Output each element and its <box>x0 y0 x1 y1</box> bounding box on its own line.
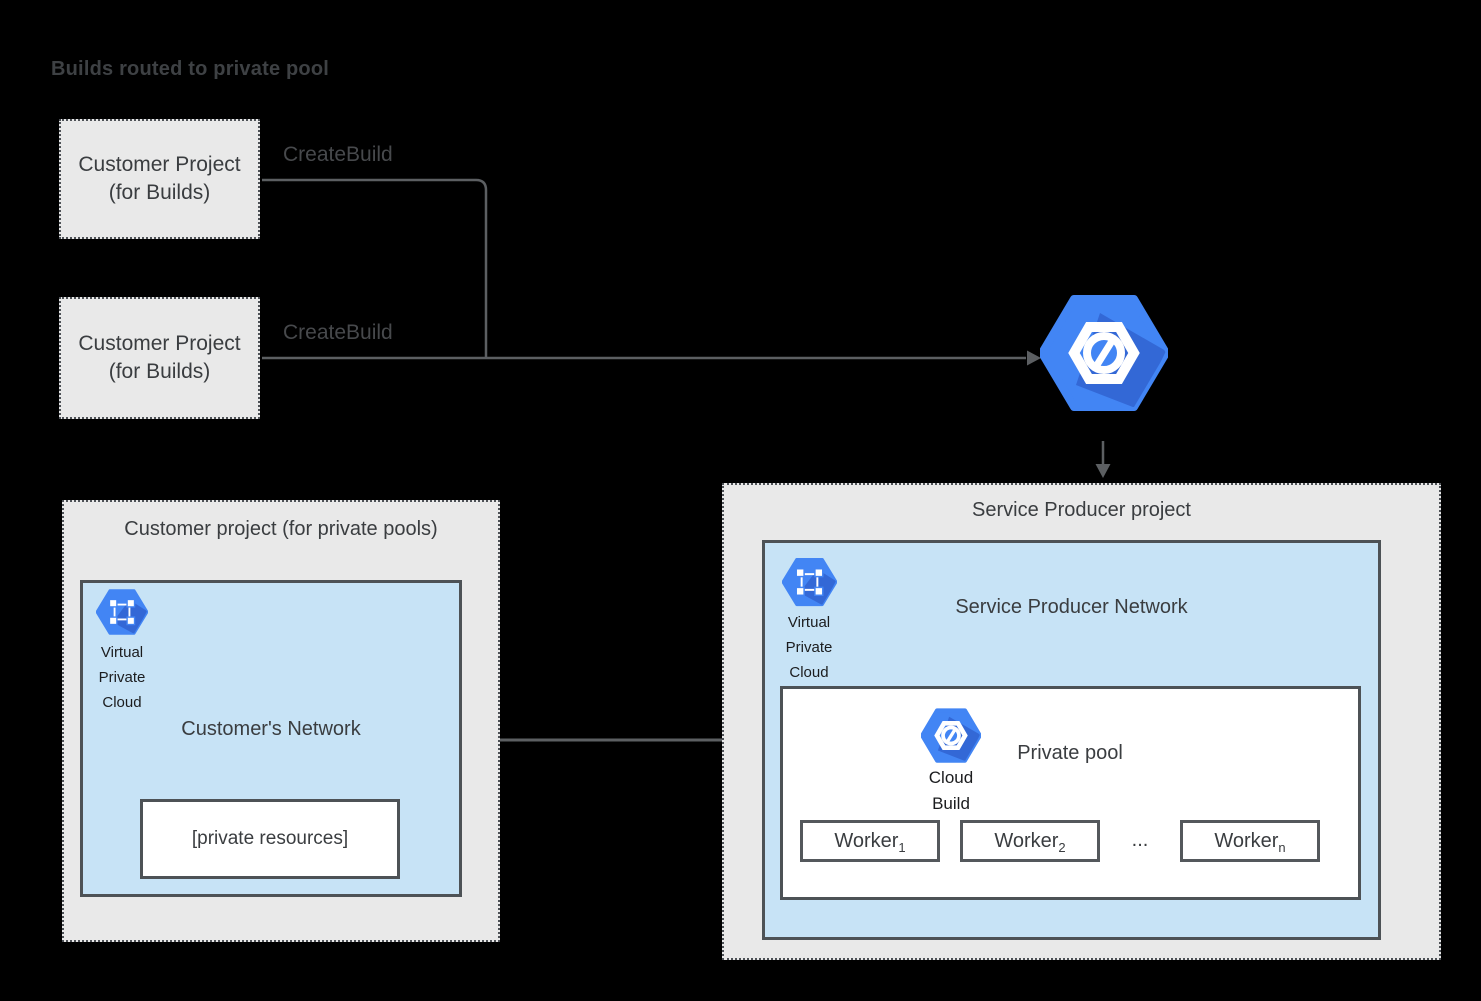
service-producer-network-box: Virtual Private Cloud Service Producer N… <box>762 540 1381 940</box>
vpc-icon-caption: Virtual Private Cloud <box>785 614 833 681</box>
service-producer-network-label: Service Producer Network <box>955 596 1188 618</box>
group-title: Service Producer project <box>972 499 1191 521</box>
private-pool-box: Cloud Build Private pool Worker1 Worker2… <box>780 686 1361 900</box>
workers-ellipsis: ... <box>1131 829 1149 851</box>
node-customer-project-builds-2: Customer Project (for Builds) <box>59 297 260 419</box>
vpc-icon <box>96 589 148 635</box>
customer-network-label: Customer's Network <box>181 718 361 740</box>
vpc-icon <box>782 557 837 607</box>
private-resources-label: [private resources] <box>191 828 349 849</box>
edge-label-createbuild-1: CreateBuild <box>283 143 393 166</box>
worker-box-2: Worker2 <box>960 820 1100 862</box>
cloud-build-icon-caption: Cloud Build <box>928 768 974 814</box>
vpc-icon-caption: Virtual Private Cloud <box>98 644 146 711</box>
cloud-build-icon-small <box>921 708 981 763</box>
group-title: Customer project (for private pools) <box>124 518 438 540</box>
worker-label: Worker2 <box>994 829 1066 855</box>
private-resources-box: [private resources] <box>140 799 400 879</box>
arrowhead-into-service-producer <box>1095 464 1111 478</box>
group-customer-project-private-pools: Customer project (for private pools) Vir… <box>62 500 500 942</box>
worker-label: Workern <box>1214 829 1286 855</box>
cloud-build-icon <box>1040 295 1168 411</box>
worker-box-n: Workern <box>1180 820 1320 862</box>
worker-box-1: Worker1 <box>800 820 940 862</box>
group-service-producer-project: Service Producer project Virtual Private… <box>722 483 1441 960</box>
edge-label-createbuild-2: CreateBuild <box>283 321 393 344</box>
node-label: Customer Project (for Builds) <box>78 152 241 204</box>
worker-label: Worker1 <box>834 829 906 855</box>
customer-network-box: Virtual Private Cloud Customer's Network… <box>80 580 462 897</box>
arrowhead-into-cloud-build-icon <box>1027 350 1041 366</box>
node-customer-project-builds-1: Customer Project (for Builds) <box>59 119 260 239</box>
diagram-title: Builds routed to private pool <box>51 58 330 80</box>
private-pool-label: Private pool <box>1017 742 1123 764</box>
node-label: Customer Project (for Builds) <box>78 331 241 383</box>
